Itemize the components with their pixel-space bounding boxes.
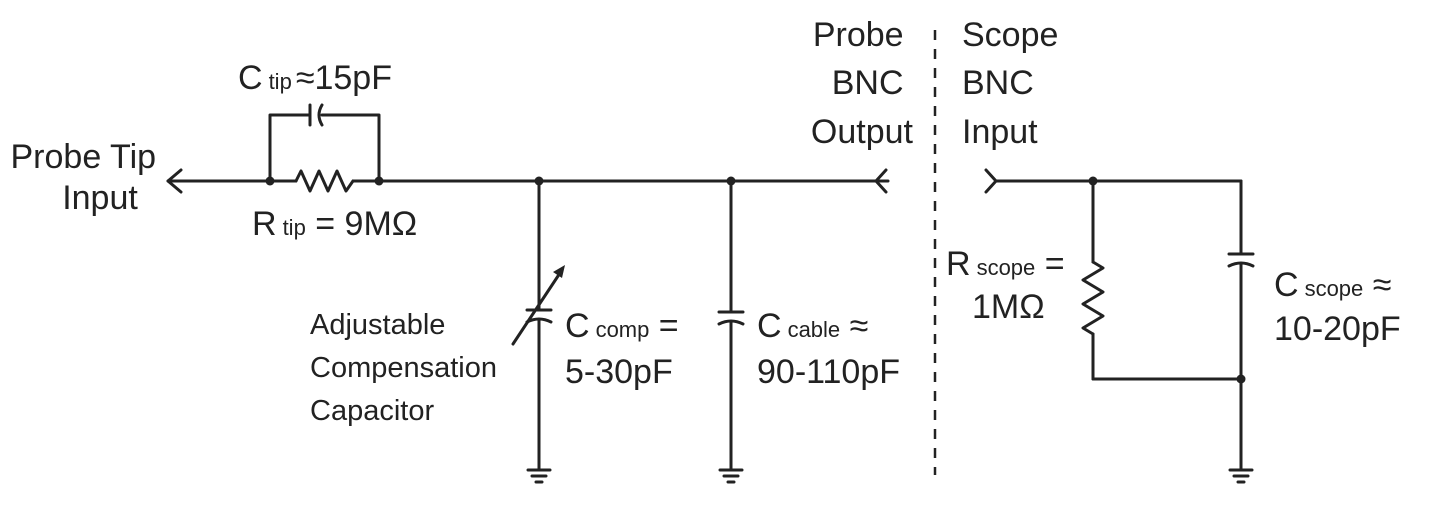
c-cable-capacitor xyxy=(717,310,745,326)
junction-dot xyxy=(534,176,544,186)
junction-dot xyxy=(265,176,275,186)
probe-bnc-output-connector xyxy=(874,168,888,194)
c-scope-ground-icon xyxy=(1228,468,1254,484)
adjustable-arrow xyxy=(511,265,565,346)
r-scope-resistor xyxy=(1081,260,1105,336)
junction-dot xyxy=(1088,176,1098,186)
c-scope-capacitor xyxy=(1227,252,1255,268)
r-tip-resistor xyxy=(294,169,355,193)
c-comp-ground-icon xyxy=(526,468,552,484)
c-tip-parallel-branch xyxy=(268,113,312,183)
wires xyxy=(166,113,1243,472)
junction-dot xyxy=(726,176,736,186)
adjustable-compensation-label: Adjustable Compensation Capacitor xyxy=(310,309,505,427)
c-cable-ground-icon xyxy=(718,468,744,484)
c-tip-capacitor xyxy=(308,103,324,127)
c-tip-parallel-branch-right xyxy=(320,113,381,183)
scope-bnc-input-connector xyxy=(984,168,998,194)
probe-tip-input-label: Probe Tip Input xyxy=(11,138,166,217)
junction-dot xyxy=(374,176,384,186)
probe-tip-arrow xyxy=(166,168,183,194)
junction-dot xyxy=(1236,374,1246,384)
probe-bnc-output-label: Probe BNC Output xyxy=(811,16,914,151)
scope-bnc-input-label: Scope BNC Input xyxy=(962,16,1068,151)
